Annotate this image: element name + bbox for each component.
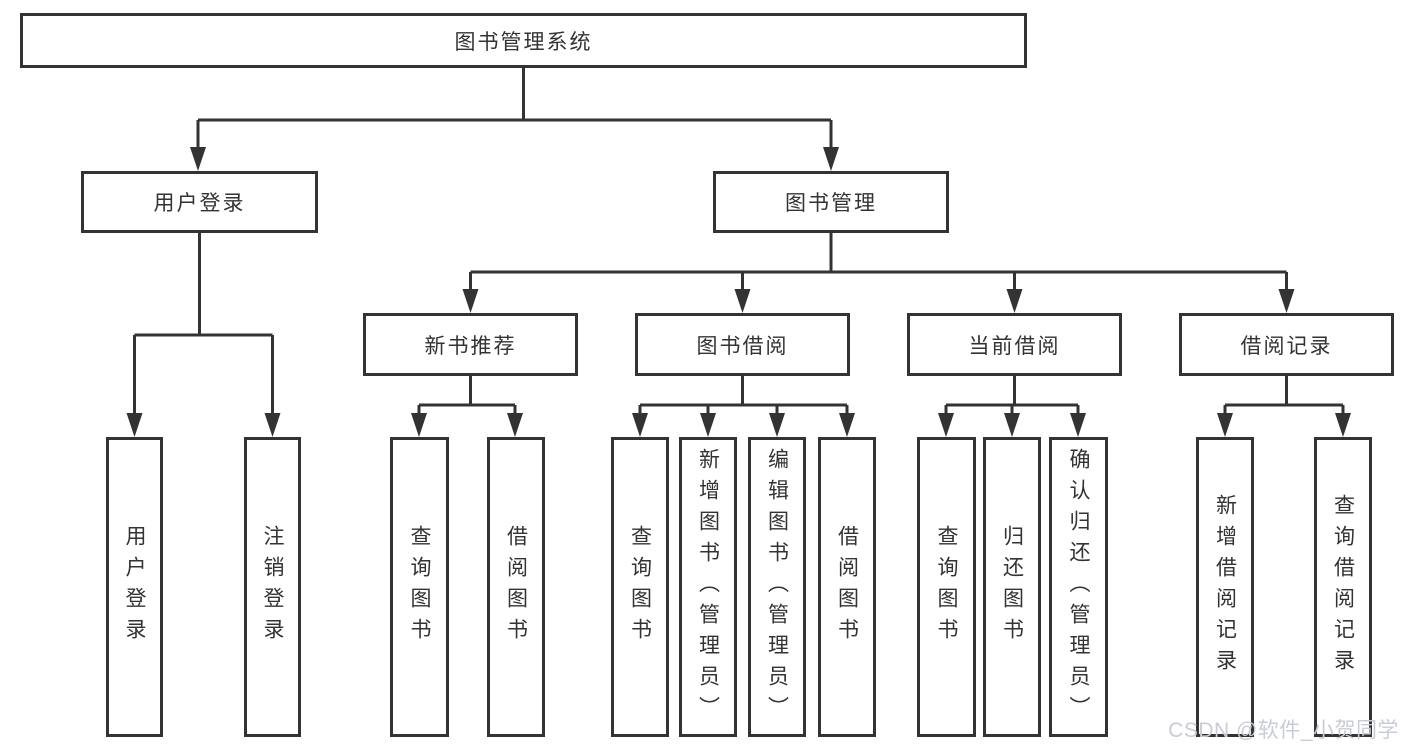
node-current-borrow-label: 当前借阅 [968, 334, 1061, 358]
connector-records-to-leaves [1223, 376, 1345, 416]
node-borrow-records-label: 借阅记录 [1240, 334, 1333, 358]
leaf-current-query-books-label: 查询图书 [935, 525, 958, 649]
leaf-current-return-books-label: 归还图书 [1000, 525, 1024, 649]
node-borrow-records: 借阅记录 [1179, 313, 1394, 376]
arrowhead [1006, 289, 1023, 313]
leaf-borrow-borrow-books: 借阅图书 [818, 437, 876, 737]
csdn-watermark: CSDN @软件_小贺同学 [1168, 719, 1399, 742]
node-book-borrow-label: 图书借阅 [696, 334, 789, 358]
connector-current-to-leaves [944, 376, 1080, 416]
node-new-book-recommend: 新书推荐 [363, 313, 578, 376]
connector-userlogin-to-leaves [133, 233, 274, 416]
leaf-borrow-query-books: 查询图书 [611, 437, 669, 737]
arrowhead [769, 413, 785, 437]
leaf-records-add-borrow-record-label: 新增借阅记录 [1213, 494, 1237, 680]
leaf-borrow-edit-books-admin: 编辑图书（管理员） [748, 437, 806, 737]
leaf-user-login: 用户登录 [106, 437, 163, 737]
connector-bookmgmt-to-level3 [469, 233, 1288, 292]
arrowhead [1217, 413, 1233, 437]
leaf-current-confirm-return-admin: 确认归还（管理员） [1049, 437, 1108, 737]
leaf-logout-login-label: 注销登录 [261, 525, 284, 649]
node-book-management: 图书管理 [713, 171, 949, 233]
leaf-borrow-add-books-admin: 新增图书（管理员） [679, 437, 737, 737]
arrowhead [938, 413, 954, 437]
arrowhead [507, 413, 523, 437]
arrowhead [1278, 289, 1295, 313]
arrowhead [632, 413, 648, 437]
leaf-records-add-borrow-record: 新增借阅记录 [1196, 437, 1254, 737]
connector-recommend-to-leaves [417, 376, 517, 416]
leaf-records-query-borrow-record: 查询借阅记录 [1314, 437, 1372, 737]
leaf-logout-login: 注销登录 [244, 437, 301, 737]
leaf-recommend-query-books-label: 查询图书 [408, 525, 431, 649]
node-book-borrow: 图书借阅 [635, 313, 850, 376]
node-book-management-label: 图书管理 [785, 192, 877, 215]
arrowhead [462, 289, 479, 313]
leaf-records-query-borrow-record-label: 查询借阅记录 [1331, 494, 1355, 680]
node-user-login: 用户登录 [81, 171, 318, 233]
leaf-current-confirm-return-admin-label: 确认归还（管理员） [1067, 447, 1090, 727]
arrowhead [190, 147, 206, 171]
leaf-borrow-add-books-admin-label: 新增图书（管理员） [696, 447, 720, 727]
leaf-borrow-query-books-label: 查询图书 [628, 525, 652, 649]
connector-borrow-to-leaves [638, 376, 849, 416]
node-new-book-recommend-label: 新书推荐 [424, 334, 517, 358]
leaf-borrow-borrow-books-label: 借阅图书 [835, 525, 859, 649]
arrowhead [1070, 413, 1086, 437]
leaf-current-query-books: 查询图书 [917, 437, 976, 737]
leaf-user-login-label: 用户登录 [123, 525, 146, 649]
arrowhead [839, 413, 855, 437]
arrowhead [1004, 413, 1020, 437]
leaf-current-return-books: 归还图书 [983, 437, 1041, 737]
leaf-recommend-query-books: 查询图书 [390, 437, 449, 737]
leaf-recommend-borrow-books: 借阅图书 [487, 437, 545, 737]
node-root: 图书管理系统 [20, 13, 1027, 68]
node-current-borrow: 当前借阅 [907, 313, 1122, 376]
leaf-recommend-borrow-books-label: 借阅图书 [504, 525, 528, 649]
arrowhead [734, 289, 751, 313]
node-root-label: 图书管理系统 [454, 30, 593, 54]
arrowhead [700, 413, 716, 437]
arrowhead [126, 413, 143, 437]
arrowhead [823, 147, 839, 171]
arrowhead [1335, 413, 1351, 437]
node-user-login-label: 用户登录 [153, 192, 246, 215]
arrowhead [411, 413, 427, 437]
leaf-borrow-edit-books-admin-label: 编辑图书（管理员） [765, 447, 789, 727]
arrowhead [264, 413, 281, 437]
connector-root-to-level2 [196, 68, 833, 150]
